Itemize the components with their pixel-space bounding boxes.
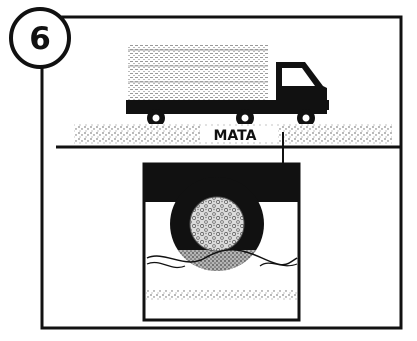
road-label: MATA bbox=[214, 128, 257, 144]
step-badge: 6 bbox=[11, 9, 69, 67]
truck-bed bbox=[126, 100, 280, 114]
bedding-layer bbox=[146, 290, 297, 300]
truck-cargo bbox=[128, 44, 268, 100]
truck-icon bbox=[126, 44, 329, 127]
road-surface: MATA bbox=[74, 124, 392, 144]
pipe-core bbox=[190, 197, 244, 251]
step-number: 6 bbox=[29, 21, 51, 57]
